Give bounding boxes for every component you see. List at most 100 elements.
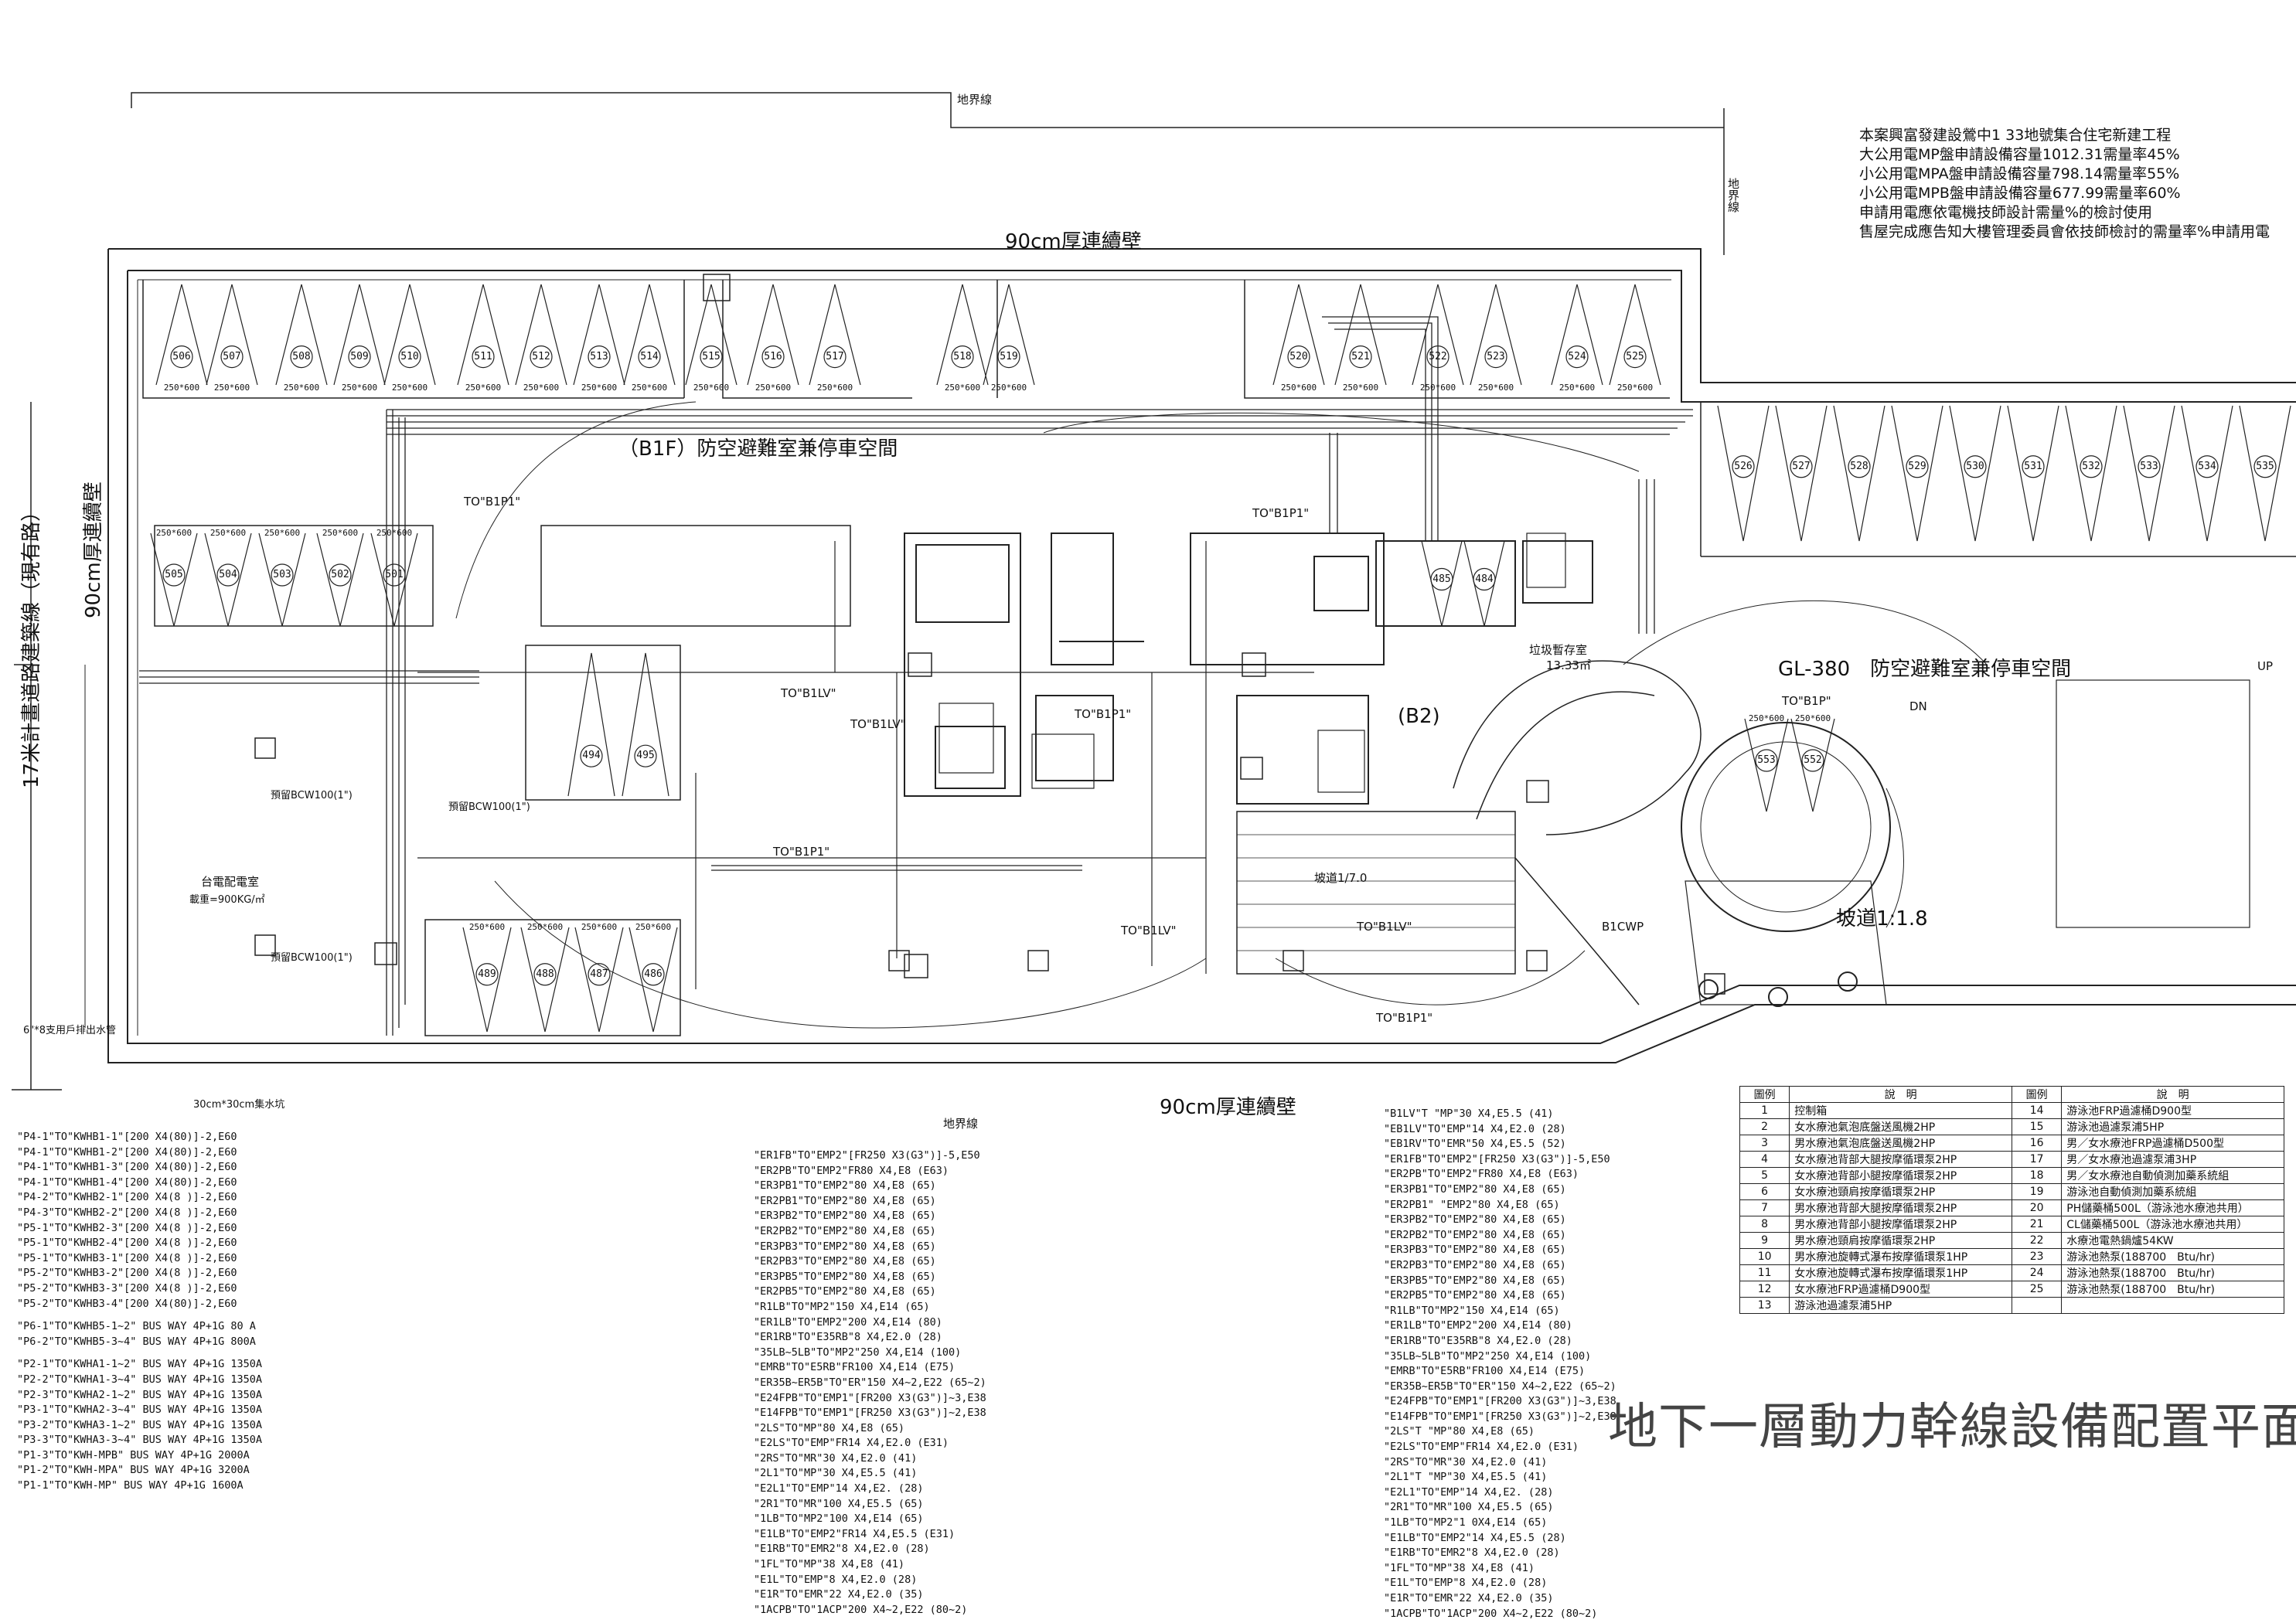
cable-tray	[139, 316, 1693, 1036]
stall-marker	[316, 532, 364, 627]
stall-size: 250*600	[581, 922, 618, 932]
stall-number: 507	[223, 350, 241, 362]
wall-label-top: 90cm厚連續壁	[1005, 230, 1142, 253]
legend-description: 男水療池氣泡底盤送風機2HP	[1789, 1135, 2012, 1152]
stall-number: 519	[1000, 350, 1018, 362]
cable-list-line: "EB1LV"TO"EMP"14 X4,E2.0 (28)	[1384, 1122, 1566, 1135]
stall-number: 531	[2024, 460, 2042, 472]
b1cwp-label: B1CWP	[1602, 920, 1644, 934]
columns	[254, 274, 1725, 995]
legend-number: 20	[2011, 1199, 2063, 1216]
stall-marker	[1717, 405, 1770, 542]
up-label: UP	[2257, 659, 2274, 673]
cable-list-line: "2LS"T "MP"80 X4,E8 (65)	[1384, 1425, 1535, 1438]
stall-number-circle	[638, 345, 661, 369]
wall-label-bottom: 90cm厚連續壁	[1160, 1096, 1296, 1119]
stall-marker	[809, 284, 861, 386]
legend-number: 23	[2011, 1248, 2063, 1265]
legend-number: 16	[2011, 1135, 2063, 1152]
stall-number: 508	[292, 350, 311, 362]
stall-number: 529	[1908, 460, 1926, 472]
stall-marker	[1744, 718, 1789, 812]
feeder-label-10: TO"B1P"	[1782, 694, 1831, 708]
stall-size: 250*600	[163, 383, 200, 393]
legend-description	[2061, 1297, 2284, 1314]
stall-number: 515	[702, 350, 720, 362]
ramp-label-1: 坡道1/7.0	[1314, 871, 1368, 885]
legend-description: 男／女水療池FRP過濾桶D500型	[2061, 1135, 2284, 1152]
stall-marker	[573, 284, 625, 386]
stall-size: 250*600	[1342, 383, 1379, 393]
legend-description: CL儲藥桶500L（游泳池水療池共用）	[2061, 1216, 2284, 1233]
stall-marker	[1272, 284, 1325, 386]
cable-list-line: "ER1FB"TO"EMP2"[FR250 X3(G3")]-5,E50	[754, 1149, 980, 1162]
stall-marker	[155, 284, 208, 386]
boundary-label-right: 地界線	[1726, 178, 1740, 213]
stall-marker	[258, 532, 306, 627]
cable-list-line: "E1RB"TO"EMR2"8 X4,E2.0 (28)	[1384, 1546, 1560, 1560]
garbage-room-label: 垃圾暫存室	[1529, 643, 1588, 657]
cable-list-line: "2R1"TO"MR"100 X4,E5.5 (65)	[754, 1497, 924, 1510]
legend-number: 17	[2011, 1151, 2063, 1168]
cable-list-line: "ER3PB2"TO"EMP2"80 X4,E8 (65)	[754, 1210, 936, 1223]
stall-number: 512	[532, 350, 550, 362]
drain-pipe-note: 6"*8支用戶排出水管	[23, 1025, 117, 1036]
stall-size: 250*600	[1477, 383, 1514, 393]
left-boundary	[12, 402, 62, 1091]
cable-list-line: "ER2PB2"TO"EMP2"80 X4,E8 (65)	[1384, 1228, 1566, 1241]
shelter-label-1: （B1F）防空避難室兼停車空間	[618, 437, 898, 461]
pool-room	[1685, 880, 1887, 1005]
general-notes: 本案興富發建設鶯中1 33地號集合住宅新建工程 大公用電MP盤申請設備容量101…	[1859, 126, 2270, 242]
cable-list-line: "ER1LB"TO"EMP2"200 X4,E14 (80)	[1384, 1319, 1572, 1332]
transformer-room-label: 台電配電室	[201, 875, 260, 889]
cable-list-line: "E1LB"TO"EMP2"FR14 X4,E5.5 (E31)	[754, 1527, 956, 1540]
cable-list-line: "ER2PB5"TO"EMP2"80 X4,E8 (65)	[754, 1285, 936, 1298]
legend-number: 1	[1739, 1102, 1790, 1119]
legend-number: 19	[2011, 1183, 2063, 1200]
stall-number-circle	[1801, 749, 1824, 772]
legend-description: 女水療池背部大腿按摩循環泵2HP	[1789, 1151, 2012, 1168]
stall-size: 250*600	[283, 383, 320, 393]
stall-number-circle	[2196, 455, 2219, 478]
core-4	[1375, 540, 1593, 627]
stall-number: 504	[219, 569, 237, 580]
stall-number-circle	[1473, 567, 1496, 591]
ramp	[1236, 811, 1516, 975]
stall-marker	[1551, 284, 1603, 386]
stall-number-circle	[634, 744, 657, 767]
stall-size: 250*600	[1280, 383, 1317, 393]
stall-marker	[2007, 405, 2059, 542]
cable-list-line: "2RS"TO"MR"30 X4,E2.0 (41)	[1384, 1455, 1548, 1468]
cable-list-line: "P1-3"TO"KWH-MPB" BUS WAY 4P+1G 2000A	[17, 1448, 250, 1461]
stall-number: 522	[1429, 350, 1447, 362]
cable-list-line: "2L1"TO"MP"30 X4,E5.5 (41)	[754, 1467, 918, 1480]
cable-list-line	[17, 1349, 262, 1357]
stall-number: 516	[764, 350, 782, 362]
stall-marker	[623, 284, 676, 386]
stall-number: 524	[1568, 350, 1586, 362]
stall-number: 503	[273, 569, 291, 580]
bcw-label-2: 預留BCW100(1")	[448, 801, 530, 813]
stall-marker	[936, 284, 989, 386]
boundary-line	[131, 92, 1725, 255]
stall-number-circle	[1623, 345, 1647, 369]
stall-marker	[383, 284, 436, 386]
cable-list-line: "P5-2"TO"KWHB3-3"[200 X4(8 )]-2,E60	[17, 1281, 237, 1295]
stall-number-circle	[1848, 455, 1871, 478]
stall-size: 250*600	[1794, 713, 1831, 723]
stall-number-circle	[216, 563, 240, 587]
stall-marker	[462, 927, 512, 1033]
stall-number: 520	[1289, 350, 1308, 362]
core-2	[1035, 532, 1144, 781]
stall-marker	[1833, 405, 1886, 542]
stall-number: 509	[350, 350, 369, 362]
cable-list-line: "P2-1"TO"KWHA1-1~2" BUS WAY 4P+1G 1350A	[17, 1358, 262, 1371]
stall-number: 505	[165, 569, 183, 580]
stall-number-circle	[1349, 345, 1372, 369]
